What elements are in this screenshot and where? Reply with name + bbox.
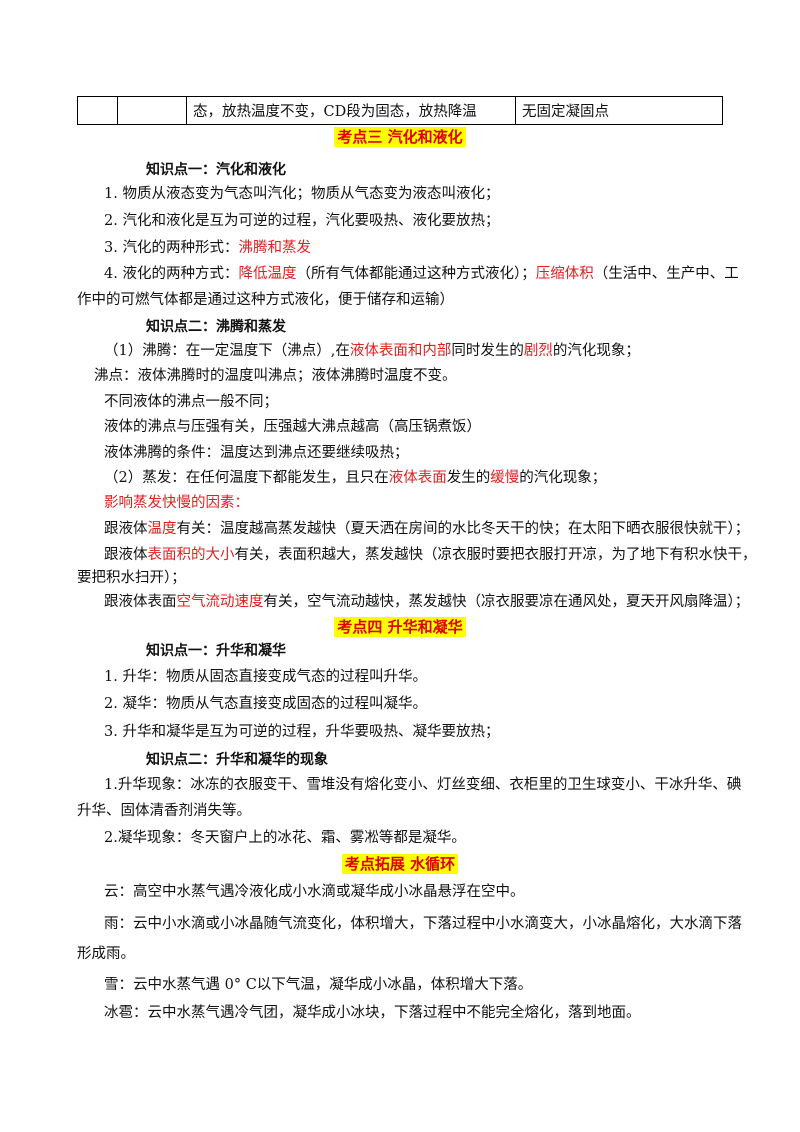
text-line: 影响蒸发快慢的因素： <box>104 495 249 511</box>
text-line: 跟液体温度有关：温度越高蒸发越快（夏天洒在房间的水比冬天干的快；在太阳下晒衣服很… <box>104 521 750 537</box>
text-line: 雪：云中水蒸气遇 0° C以下气温，凝华成小冰晶，体积增大下落。 <box>104 977 533 993</box>
text-line: 雨：云中小水滴或小冰晶随气流变化，体积增大，下落过程中小水滴变大，小冰晶熔化，大… <box>104 916 742 932</box>
table-cell <box>117 96 187 125</box>
text-line: （1）沸腾：在一定温度下（沸点）,在液体表面和内部同时发生的剧烈的汽化现象； <box>104 343 640 359</box>
text-line: 4. 液化的两种方式：降低温度（所有气体都能通过这种方式液化）；压缩体积（生活中… <box>104 266 739 282</box>
section-title: 考点四 升华和凝华 <box>0 616 800 639</box>
text-line: 作中的可燃气体都是通过这种方式液化，便于储存和运输） <box>77 292 454 308</box>
text-line: 1.升华现象：冰冻的衣服变干、雪堆没有熔化变小、灯丝变细、衣柜里的卫生球变小、干… <box>104 777 742 793</box>
text-line: 液体沸腾的条件：温度达到沸点还要继续吸热； <box>104 445 409 461</box>
text-line: 云：高空中水蒸气遇冷液化成小水滴或凝华成小冰晶悬浮在空中。 <box>104 884 525 900</box>
text-line: 要把积水扫开）； <box>77 570 186 586</box>
text-line: 跟液体表面积的大小有关，表面积越大，蒸发越快（凉衣服时要把衣服打开凉，为了地下有… <box>104 547 757 563</box>
knowledge-point-title: 知识点一：升华和凝华 <box>146 643 286 659</box>
knowledge-point-title: 知识点二：升华和凝华的现象 <box>146 752 328 768</box>
text-line: 形成雨。 <box>77 946 135 962</box>
previous-table: 态，放热温度不变，CD段为固态，放热降温 无固定凝固点 <box>77 96 723 125</box>
text-line: 1. 物质从液态变为气态叫汽化；物质从气态变为液态叫液化； <box>104 186 500 202</box>
table-cell <box>77 96 118 125</box>
section-title: 考点拓展 水循环 <box>0 853 800 876</box>
text-line: 3. 升华和凝华是互为可逆的过程，升华要吸热、凝华要放热； <box>104 724 500 740</box>
section-title: 考点三 汽化和液化 <box>0 126 800 149</box>
text-line: 沸点：液体沸腾时的温度叫沸点；液体沸腾时温度不变。 <box>94 368 457 384</box>
text-line: 2.凝华现象：冬天窗户上的冰花、霜、雾凇等都是凝华。 <box>104 830 466 846</box>
text-line: 1. 升华：物质从固态直接变成气态的过程叫升华。 <box>104 669 427 685</box>
table-row: 态，放热温度不变，CD段为固态，放热降温 无固定凝固点 <box>77 96 723 125</box>
knowledge-point-title: 知识点一：汽化和液化 <box>146 162 286 178</box>
table-cell: 无固定凝固点 <box>515 96 723 125</box>
text-line: 升华、固体清香剂消失等。 <box>77 803 251 819</box>
text-line: （2）蒸发：在任何温度下都能发生，且只在液体表面发生的缓慢的汽化现象； <box>104 470 607 486</box>
text-line: 2. 凝华：物质从气态直接变成固态的过程叫凝华。 <box>104 696 427 712</box>
table-cell: 态，放热温度不变，CD段为固态，放热降温 <box>186 96 516 125</box>
text-line: 冰雹：云中水蒸气遇冷气团，凝华成小冰块，下落过程中不能完全熔化，落到地面。 <box>104 1005 641 1021</box>
text-line: 液体的沸点与压强有关，压强越大沸点越高（高压锅煮饭） <box>104 419 481 435</box>
knowledge-point-title: 知识点二：沸腾和蒸发 <box>146 319 286 335</box>
text-line: 不同液体的沸点一般不同； <box>104 394 278 410</box>
text-line: 3. 汽化的两种形式：沸腾和蒸发 <box>104 240 311 256</box>
text-line: 跟液体表面空气流动速度有关，空气流动越快，蒸发越快（凉衣服要凉在通风处，夏天开风… <box>104 594 750 610</box>
text-line: 2. 汽化和液化是互为可逆的过程，汽化要吸热、液化要放热； <box>104 213 500 229</box>
